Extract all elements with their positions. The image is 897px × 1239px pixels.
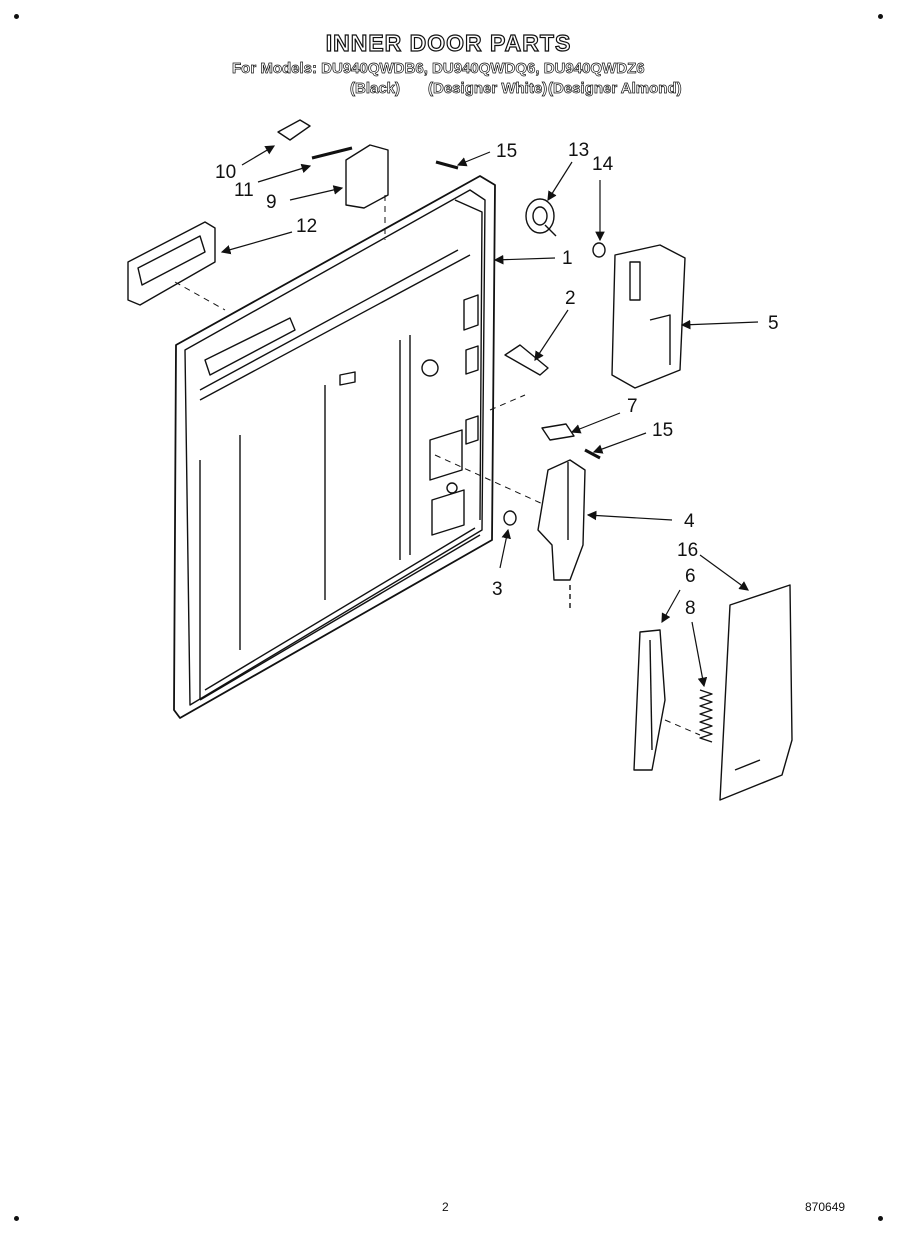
callout-16: 16 <box>677 540 698 561</box>
registration-mark <box>14 1216 19 1221</box>
registration-mark <box>878 14 883 19</box>
callout-14: 14 <box>592 154 614 175</box>
callout-12: 12 <box>296 216 317 237</box>
callout-1: 1 <box>562 248 573 269</box>
callout-7: 7 <box>627 396 638 417</box>
model-variants: (Black) (Designer White)(Designer Almond) <box>350 80 682 98</box>
part-4-latch-lever <box>537 459 586 610</box>
part-2-bracket <box>504 344 549 376</box>
part-16-panel <box>719 584 793 801</box>
leader-arrows <box>220 145 759 688</box>
callout-10: 10 <box>215 162 236 183</box>
variant-designer-almond: (Designer Almond) <box>548 80 682 98</box>
part-13-knob <box>525 198 557 237</box>
callout-13: 13 <box>568 140 589 161</box>
page-title: INNER DOOR PARTS <box>325 29 572 56</box>
part-10-clip <box>277 119 311 141</box>
callout-15-lower: 15 <box>652 420 673 441</box>
variant-designer-white: (Designer White) <box>428 80 548 98</box>
document-code: 870649 <box>805 1200 846 1214</box>
callout-6: 6 <box>685 566 696 587</box>
part-3-button <box>503 510 517 526</box>
callout-4: 4 <box>684 511 695 532</box>
page-number: 2 <box>442 1200 449 1214</box>
callout-2: 2 <box>565 288 576 309</box>
callout-11: 11 <box>234 180 254 201</box>
callout-5: 5 <box>768 313 779 334</box>
part-6-slide <box>633 629 666 771</box>
part-14-washer <box>592 242 606 258</box>
variant-black: (Black) <box>350 80 401 98</box>
part-8-spring <box>699 689 713 743</box>
callout-8: 8 <box>685 598 696 619</box>
part-15-screw <box>435 160 459 170</box>
part-15-screw <box>584 448 601 460</box>
registration-mark <box>878 1216 883 1221</box>
part-11-rod <box>311 146 353 160</box>
callout-9: 9 <box>266 192 277 213</box>
part-9-cover <box>345 144 389 209</box>
callout-3: 3 <box>492 579 503 600</box>
assembly-lines <box>174 195 701 736</box>
registration-mark <box>14 14 19 19</box>
models-line: For Models: DU940QWDB6, DU940QWDQ6, DU94… <box>232 60 645 78</box>
inner-door-panel <box>173 175 496 719</box>
callout-15-top: 15 <box>496 141 517 162</box>
part-5-latch-housing <box>611 244 686 389</box>
part-12-vent-handle <box>127 221 216 306</box>
part-7-clip <box>541 423 575 441</box>
